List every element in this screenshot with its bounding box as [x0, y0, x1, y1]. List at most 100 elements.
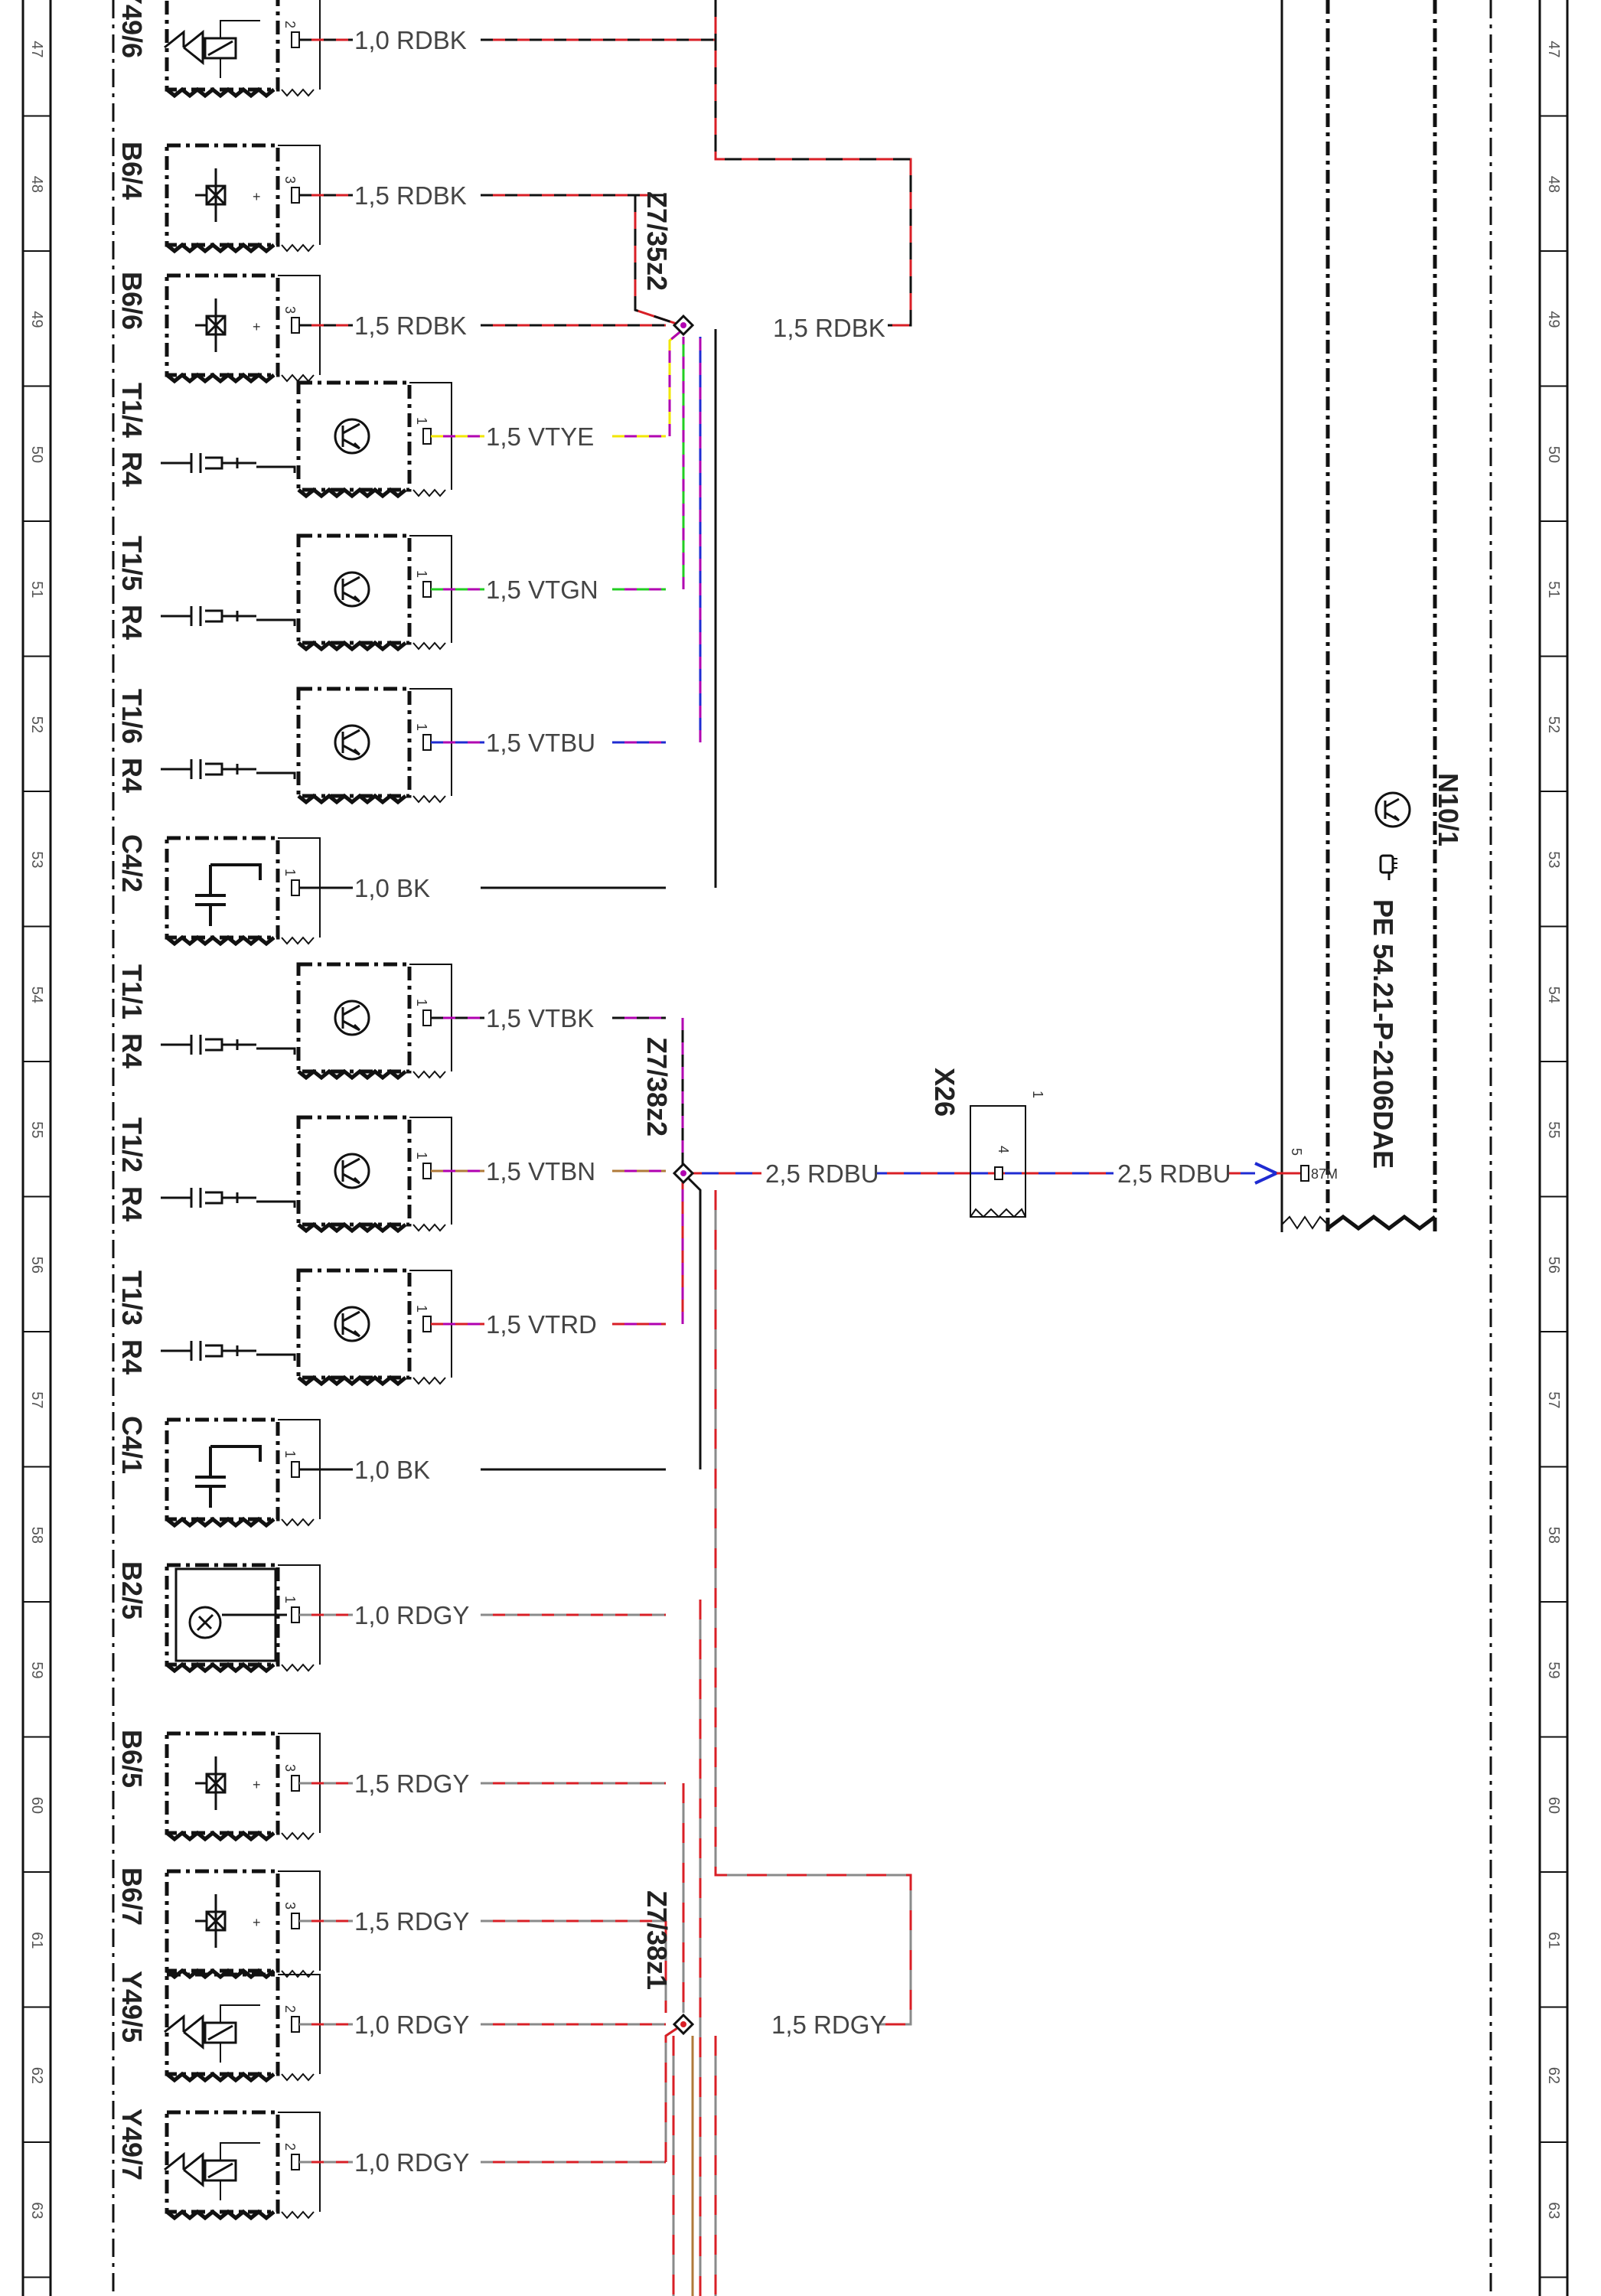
transistor-icon — [334, 724, 370, 761]
row-number: 61 — [28, 1932, 45, 1949]
hand-pointer-icon — [1379, 854, 1397, 880]
pin-number: 1 — [414, 570, 429, 578]
connector-pin — [422, 734, 432, 751]
connector-pin — [291, 1775, 300, 1792]
pin-number: 3 — [282, 306, 298, 314]
row-number: 61 — [1545, 1932, 1562, 1949]
component-label: B6/6 — [116, 272, 148, 330]
x26-label: X26 — [929, 1068, 960, 1117]
plug-icon — [161, 1188, 296, 1208]
capacitor-icon — [195, 863, 262, 926]
plug-icon — [161, 606, 296, 626]
component-y49-6: Y49/6 2 1,0 RDBK — [116, 0, 716, 99]
wire-label: 1,0 BK — [354, 1456, 430, 1484]
wire-label: 1,5 VTYE — [486, 422, 594, 451]
pin-number: 2 — [282, 2143, 298, 2151]
pin-number: 1 — [414, 1152, 429, 1159]
sensor-icon — [195, 1756, 227, 1810]
row-number: 60 — [28, 1797, 45, 1814]
x26-pin-top: 1 — [1030, 1091, 1045, 1098]
component-label: T1/6 — [116, 689, 148, 744]
svg-text:+: + — [253, 1777, 261, 1792]
pin-number: 1 — [282, 1596, 298, 1603]
pin-number: 2 — [282, 2005, 298, 2013]
connector-pin — [291, 187, 300, 204]
wire-label-out-rdbu1: 2,5 RDBU — [765, 1159, 879, 1188]
solenoid-valve-icon — [164, 2142, 260, 2200]
row-number: 51 — [28, 581, 45, 598]
connector-pin — [291, 2016, 300, 2033]
wire-label: 1,0 RDBK — [354, 26, 467, 54]
connector-pin — [291, 31, 300, 48]
row-number: 50 — [1545, 446, 1562, 463]
connector-pin — [291, 1606, 300, 1623]
wire-label: 1,5 RDBK — [354, 181, 467, 210]
component-housing — [165, 1417, 280, 1521]
solenoid-valve-icon — [164, 20, 260, 78]
component-label: C4/2 — [116, 834, 148, 892]
pin-number: 3 — [282, 1902, 298, 1910]
pin-number: 1 — [414, 417, 429, 425]
component-housing — [165, 2110, 280, 2214]
component-housing — [165, 273, 280, 377]
r4-label: R4 — [116, 1339, 148, 1375]
connector-pin — [291, 317, 300, 334]
component-label: B2/5 — [116, 1561, 148, 1619]
transistor-icon — [334, 418, 370, 455]
pin-number: 3 — [282, 1764, 298, 1772]
component-housing — [296, 687, 412, 798]
component-housing — [296, 380, 412, 492]
pin-number: 3 — [282, 176, 298, 184]
component-housing — [296, 1268, 412, 1380]
pin-number: 1 — [282, 1450, 298, 1458]
r4-label: R4 — [116, 758, 148, 793]
connector-pin — [291, 1461, 300, 1478]
row-number: 60 — [1545, 1797, 1562, 1814]
sensor-icon — [195, 298, 227, 352]
pin-number: 1 — [414, 1305, 429, 1313]
component-label: B6/4 — [116, 142, 148, 200]
pin-number: 1 — [414, 723, 429, 731]
component-label: T1/5 — [116, 536, 148, 591]
wire-label: 1,5 VTGN — [486, 576, 598, 604]
component-housing — [165, 1869, 280, 1973]
row-number: 59 — [28, 1662, 45, 1678]
wire-label-out-rdgy: 1,5 RDGY — [771, 2011, 886, 2039]
ecu-n10-1: 5 87M N10/1 PE 54.21-P-2106DAE — [1254, 0, 1464, 1232]
component-label: Y49/7 — [116, 2108, 148, 2180]
component-label: T1/2 — [116, 1117, 148, 1172]
row-number: 63 — [1545, 2202, 1562, 2219]
wire-label: 1,5 VTBN — [486, 1157, 595, 1186]
pin-number: 2 — [282, 21, 298, 28]
row-number: 56 — [28, 1257, 45, 1274]
row-number: 47 — [1545, 41, 1562, 57]
row-number: 58 — [1545, 1527, 1562, 1544]
connector-pin — [422, 428, 432, 445]
plug-icon — [161, 453, 296, 473]
row-number: 55 — [1545, 1121, 1562, 1138]
component-label: T1/1 — [116, 964, 148, 1019]
splice-label-z7-38z1: Z7/38z1 — [641, 1890, 673, 1990]
plug-icon — [161, 1035, 296, 1055]
component-label: B6/7 — [116, 1867, 148, 1926]
sensor-icon — [195, 168, 227, 222]
component-label: Y49/6 — [116, 0, 148, 58]
transistor-icon — [1374, 791, 1411, 828]
row-number: 53 — [1545, 851, 1562, 868]
row-number: 62 — [28, 2067, 45, 2084]
component-label: Y49/5 — [116, 1971, 148, 2043]
svg-text:+: + — [253, 189, 261, 204]
ecu-ref: PE 54.21-P-2106DAE — [1368, 899, 1399, 1169]
